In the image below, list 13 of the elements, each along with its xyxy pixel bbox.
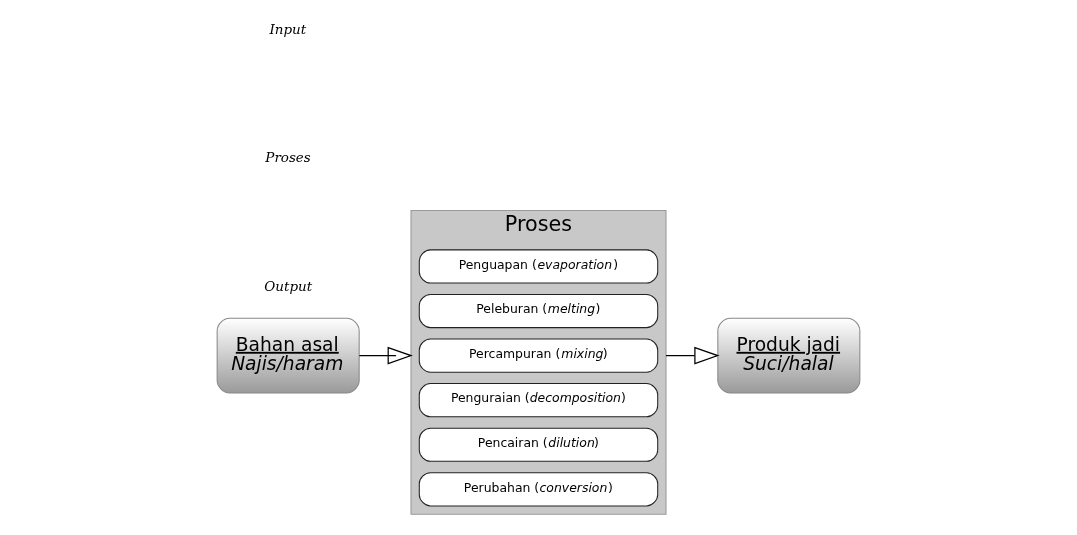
label: Output <box>264 277 313 294</box>
label: Proses <box>265 149 311 166</box>
node-box: Pencairan (dilution) <box>418 427 659 462</box>
arrow <box>358 346 413 365</box>
arrow <box>665 346 720 365</box>
node-box: Penguapan (evaporation) <box>418 249 659 284</box>
node-box: Percampuran (mixing) <box>418 338 659 373</box>
label: Input <box>269 20 307 37</box>
node-box: Penguraian (decomposition) <box>418 383 659 418</box>
node-box: Perubahan (conversion) <box>418 472 659 507</box>
node-box: Produk jadi Suci/halal <box>717 317 861 394</box>
node-box: Peleburan (melting) <box>418 293 659 329</box>
node-box: Bahan asal Najis/haram <box>216 317 360 394</box>
